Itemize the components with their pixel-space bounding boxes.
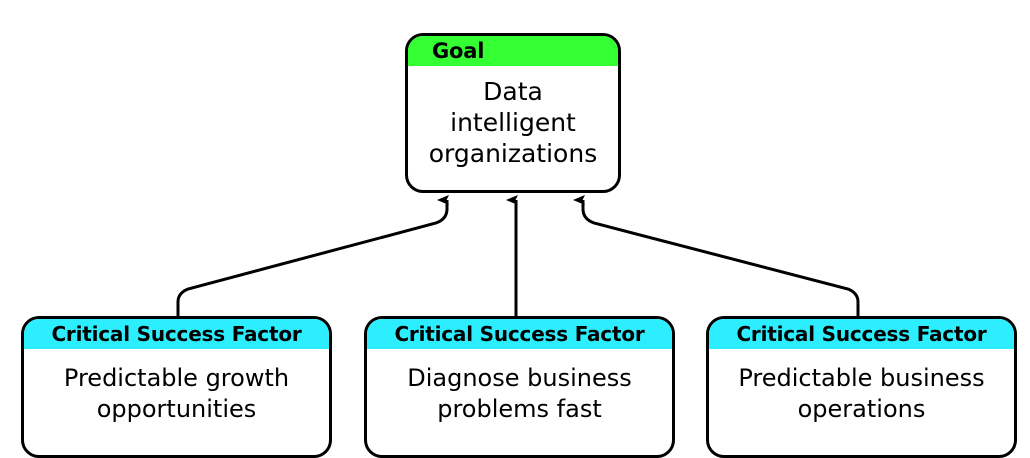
node-csf-right-body: Predictable business operations xyxy=(738,364,985,423)
node-csf-right-header: Critical Success Factor xyxy=(709,319,1014,349)
node-csf-left-header: Critical Success Factor xyxy=(24,319,329,349)
node-goal[interactable]: Goal Data intelligent organizations xyxy=(405,33,621,193)
node-csf-mid-body: Diagnose business problems fast xyxy=(407,364,632,423)
edge-csf-left-to-goal xyxy=(176,195,449,316)
node-csf-mid-header: Critical Success Factor xyxy=(367,319,672,349)
node-csf-mid[interactable]: Critical Success Factor Diagnose busines… xyxy=(364,316,675,458)
node-csf-right[interactable]: Critical Success Factor Predictable busi… xyxy=(706,316,1017,458)
node-goal-header: Goal xyxy=(408,36,618,66)
node-csf-left[interactable]: Critical Success Factor Predictable grow… xyxy=(21,316,332,458)
node-goal-body: Data intelligent organizations xyxy=(428,77,598,168)
node-csf-left-body: Predictable growth opportunities xyxy=(63,364,290,423)
edge-csf-right-to-goal xyxy=(573,195,860,316)
